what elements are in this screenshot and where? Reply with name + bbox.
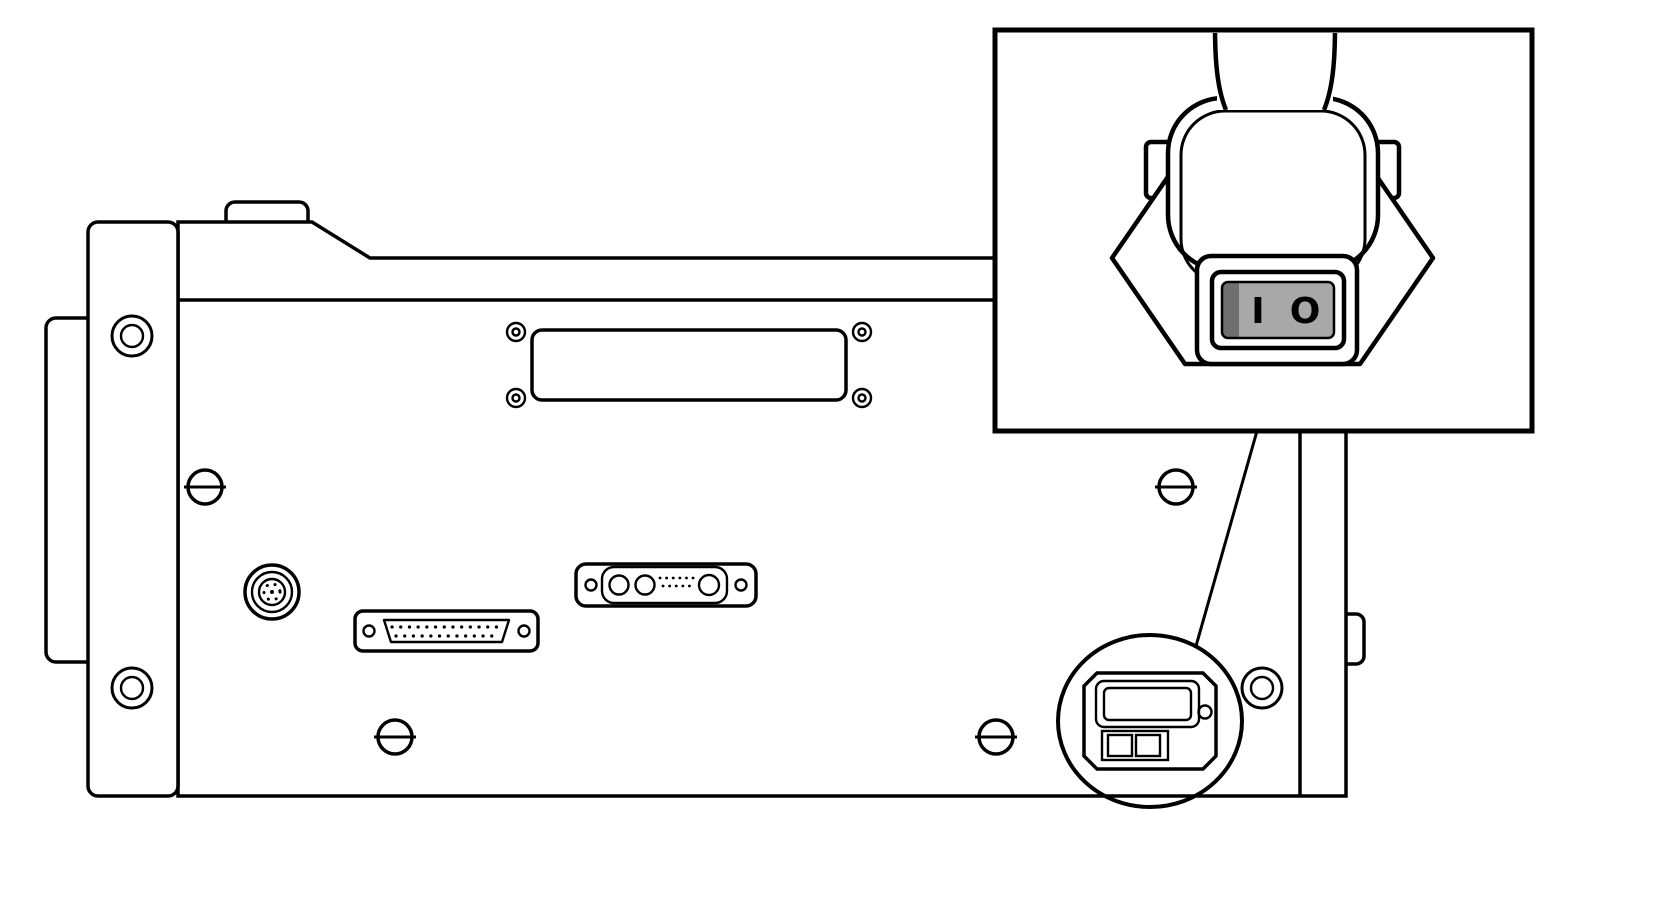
inlet-screw-hole [1197,704,1213,720]
db25-connector [353,609,540,653]
power-cord [1217,33,1333,110]
power-inlet-module [1082,671,1218,771]
power-switch-rocker [1222,282,1334,338]
power-switch-rocker-outline [1220,280,1336,340]
connector-screw-hole [517,624,531,638]
combo-connector [574,562,758,608]
switch-off-label: O [1290,291,1321,332]
cover-plate-screw [505,321,527,343]
power-cord-right-edge [1321,33,1338,111]
combo-shell [600,565,729,605]
connector-pin-ring [262,582,282,602]
plug-boot [1165,95,1381,273]
combo-large-pin [634,574,656,596]
dsub-shell [382,618,511,644]
connector-screw-hole [734,578,748,592]
connector-center-pin [270,590,274,594]
callout-leader-line [1194,430,1259,647]
zoom-indicator-circle [1056,633,1244,809]
fuse-drawer [1100,729,1170,762]
fuse-slot [1134,733,1162,758]
panel-screw [975,718,1017,756]
top-cover-plate [505,321,873,409]
cover-plate-screw [851,321,873,343]
connector-screw-hole [362,624,376,638]
cover-plate-screw [505,387,527,409]
iec-socket-inner [1102,686,1193,722]
switch-on-label: I [1251,291,1264,332]
combo-large-pin [697,573,721,597]
callout: I O [992,27,1535,434]
panel-screw [374,718,416,756]
circular-connector [243,563,301,621]
fuse-slot [1106,733,1134,758]
connector-screw-hole [584,578,598,592]
power-cord-left-edge [1212,33,1229,111]
power-switch-rocker-edge [1223,283,1239,337]
mounting-hole-bottom-left [110,666,154,710]
mounting-hole-top-left [110,314,154,358]
left-rack-ear [86,220,180,798]
mounting-hole-bottom-right [1240,666,1284,710]
cover-plate-screw [851,387,873,409]
iec-socket-outline [1094,679,1201,729]
panel-screw [1155,468,1197,506]
panel-screw [184,468,226,506]
combo-large-pin [608,574,630,596]
